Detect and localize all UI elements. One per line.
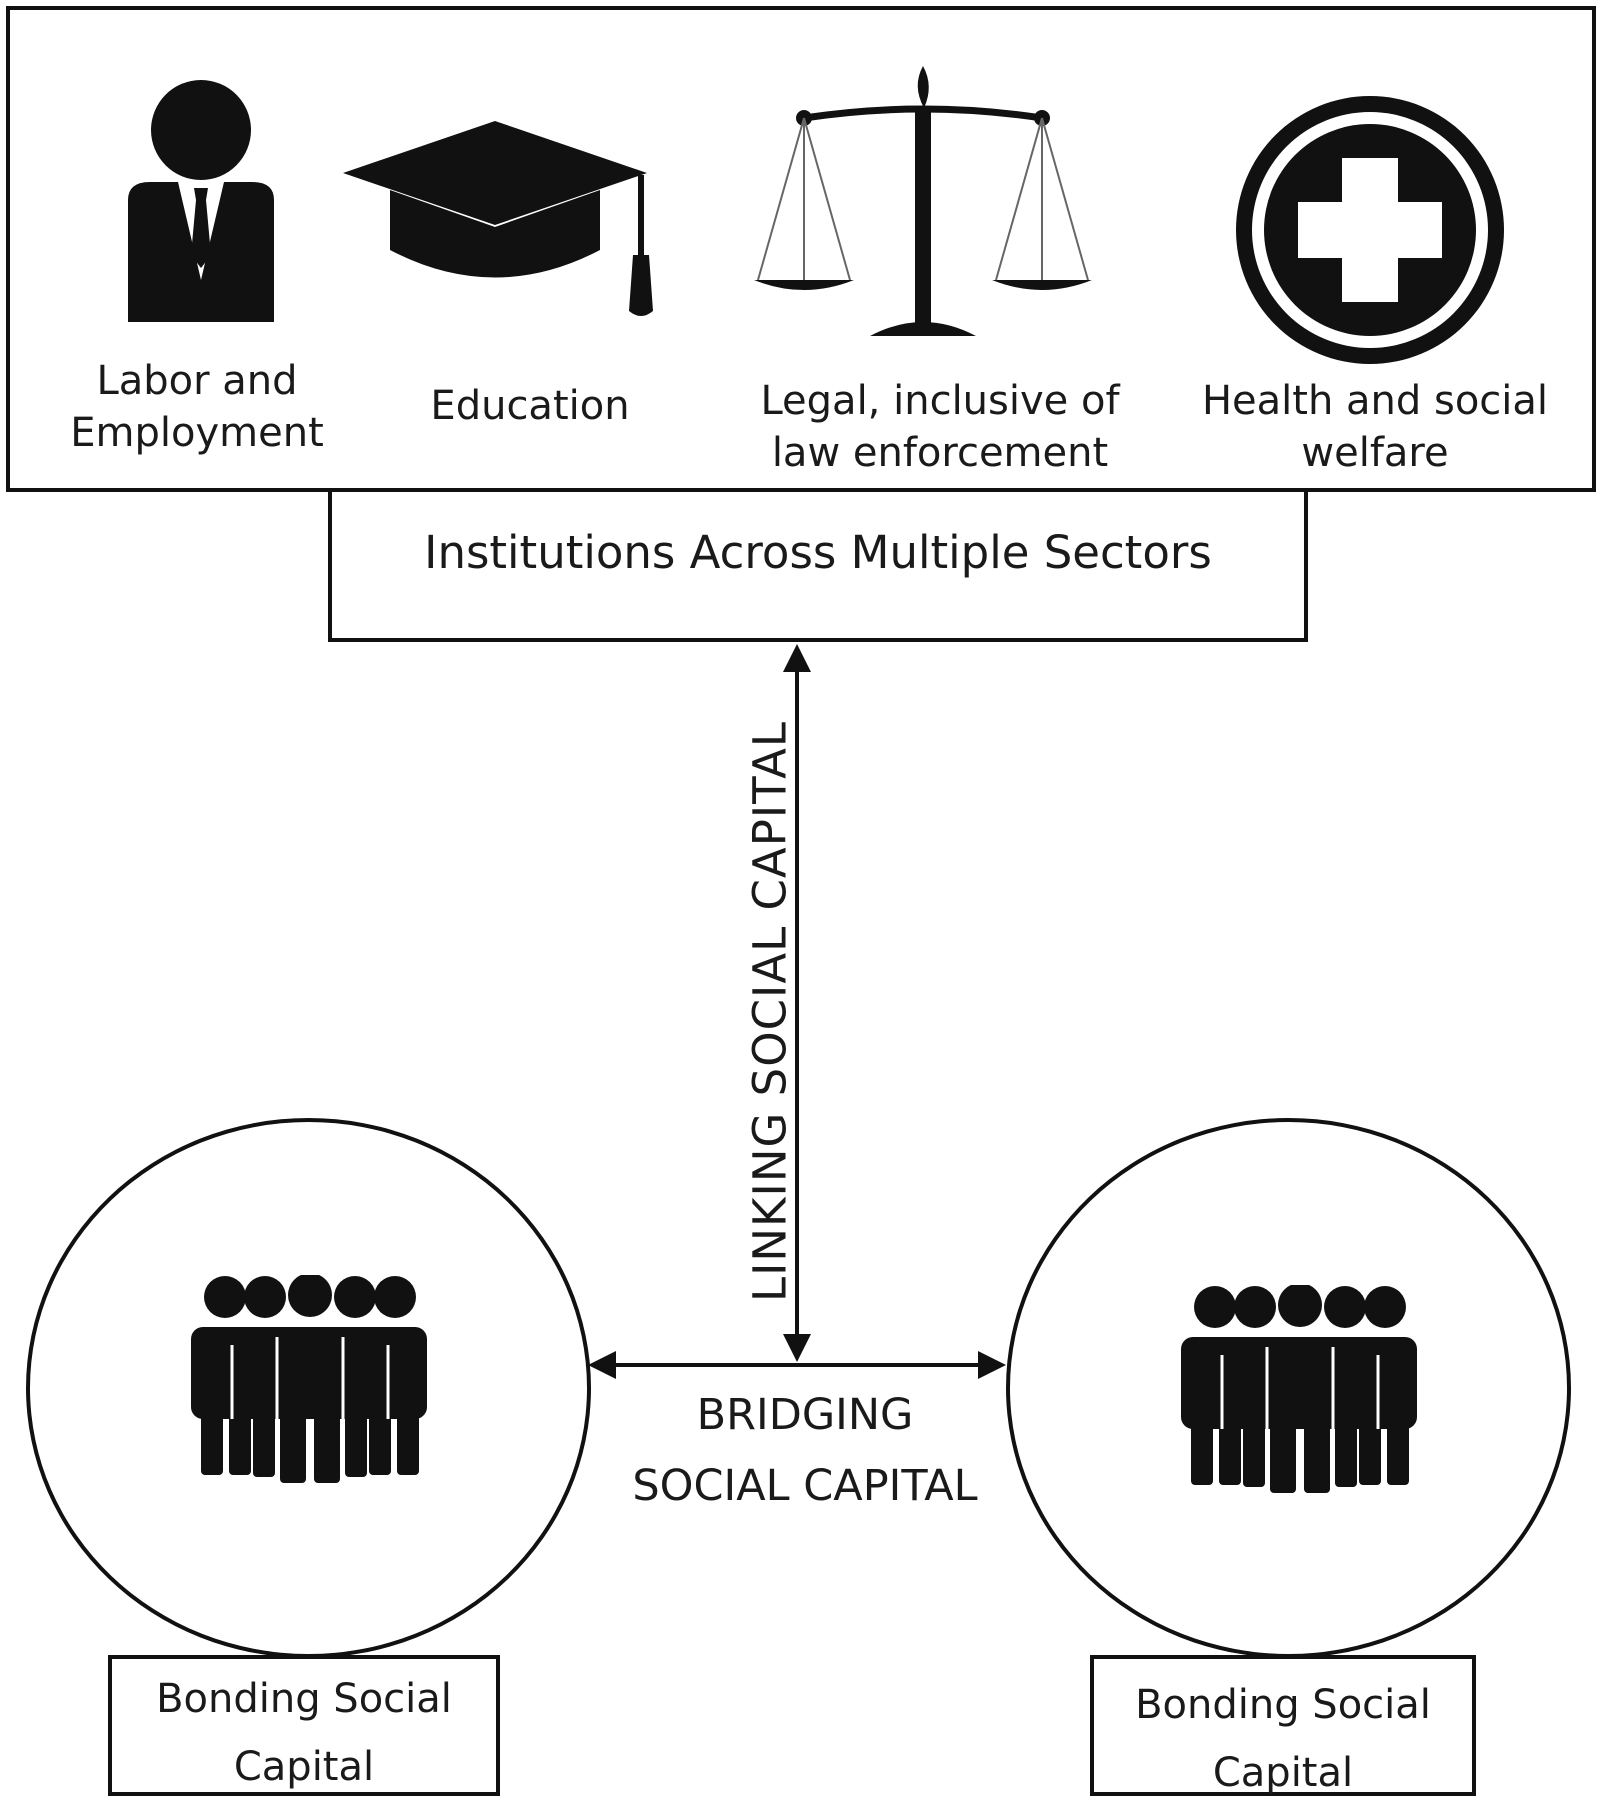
bonding-box-right: Bonding Social Capital — [1090, 1655, 1476, 1796]
bonding-label-left-line1: Bonding Social — [156, 1676, 452, 1722]
institutions-box: Institutions Across Multiple Sectors — [328, 488, 1308, 642]
institutions-title: Institutions Across Multiple Sectors — [424, 526, 1212, 579]
sector-label-legal: Legal, inclusive of law enforcement — [760, 378, 1120, 476]
scales-of-justice-icon — [754, 66, 1092, 336]
medical-cross-icon — [1236, 96, 1504, 364]
bonding-label-right-line1: Bonding Social — [1135, 1682, 1431, 1728]
bonding-label-left-line2: Capital — [233, 1744, 375, 1790]
linking-arrowhead-bottom — [783, 1334, 811, 1362]
bridging-arrowhead-right — [978, 1351, 1006, 1379]
bonding-box-left: Bonding Social Capital — [108, 1655, 500, 1796]
bonding-label-right-line2: Capital — [1212, 1750, 1354, 1796]
bridging-arrowhead-left — [588, 1351, 616, 1379]
bridging-label: BRIDGING SOCIAL CAPITAL — [610, 1380, 1000, 1522]
sector-label-education: Education — [430, 383, 630, 429]
people-group-icon — [1181, 1285, 1417, 1493]
graduation-cap-icon — [343, 121, 653, 316]
bridging-label-line2: SOCIAL CAPITAL — [632, 1460, 978, 1511]
sector-label-health: Health and social welfare — [1201, 378, 1549, 476]
sector-label-labor: Labor and Employment — [70, 358, 324, 456]
bridging-label-line1: BRIDGING — [696, 1390, 914, 1440]
linking-label: LINKING SOCIAL CAPITAL — [743, 721, 797, 1302]
linking-arrowhead-top — [783, 644, 811, 672]
people-group-icon — [191, 1275, 427, 1483]
businessman-icon — [128, 80, 274, 322]
